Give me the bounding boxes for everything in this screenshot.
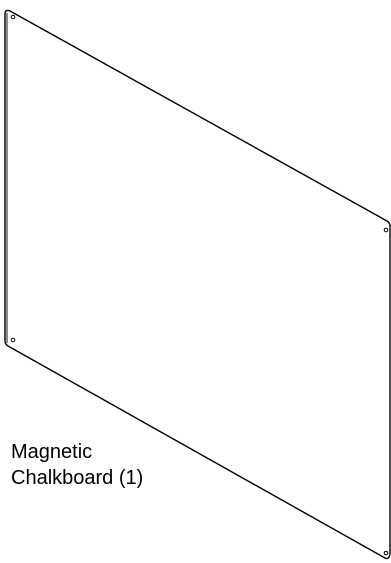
mounting-hole-top-right <box>383 227 389 233</box>
part-label-line2: Chalkboard (1) <box>11 467 144 489</box>
part-label: Magnetic Chalkboard (1) <box>11 439 143 491</box>
part-label-line1: Magnetic <box>11 441 93 463</box>
mounting-hole-bottom-right <box>383 550 389 556</box>
chalkboard-panel-outline <box>4 9 391 560</box>
mounting-hole-bottom-left <box>10 337 16 343</box>
mounting-hole-top-left <box>10 14 16 20</box>
